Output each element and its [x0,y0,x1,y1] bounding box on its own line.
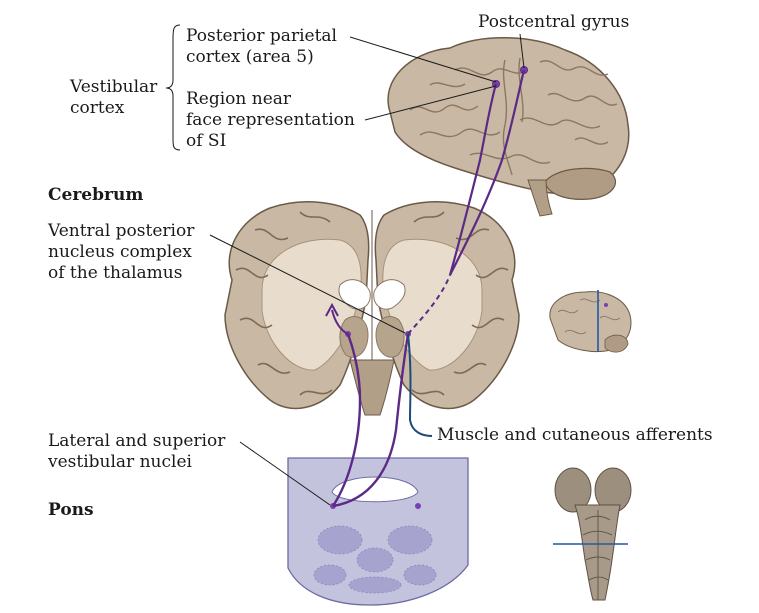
posterior-parietal-line-2: cortex (area 5) [186,47,314,67]
lateral-superior-line-1: Lateral and superior [48,431,226,451]
vestibular-cortex-line-1: Vestibular [70,77,158,97]
small-brain-inset [549,290,632,353]
ventral-posterior-line-1: Ventral posterior [48,221,195,241]
cerebrum-label: Cerebrum [48,185,144,205]
region-near-face-line-3: of SI [186,131,227,151]
region-near-face-label: Region near face representation of SI [186,89,355,152]
label-leader-lines [165,24,525,506]
vestibular-cortex-line-2: cortex [70,98,125,118]
ventral-posterior-line-2: nucleus complex [48,242,192,262]
coronal-section-illustration [224,201,520,416]
lateral-superior-label: Lateral and superior vestibular nuclei [48,431,225,473]
postcentral-gyrus-label: Postcentral gyrus [478,12,630,32]
brainstem-inset [553,467,632,601]
vestibular-cortex-label: Vestibular cortex [70,77,157,119]
lateral-brain-illustration [387,37,630,217]
pons-label: Pons [48,500,94,520]
vestibular-pathway-lines [325,69,526,508]
lateral-superior-line-2: vestibular nuclei [48,452,192,472]
region-near-face-line-2: face representation [186,110,355,130]
pons-section-illustration [287,457,469,606]
posterior-parietal-line-1: Posterior parietal [186,26,337,46]
ventral-posterior-label: Ventral posterior nucleus complex of the… [48,221,194,284]
ventral-posterior-line-3: of the thalamus [48,263,183,283]
muscle-cutaneous-label: Muscle and cutaneous afferents [437,425,713,445]
posterior-parietal-label: Posterior parietal cortex (area 5) [186,26,337,68]
region-near-face-line-1: Region near [186,89,292,109]
